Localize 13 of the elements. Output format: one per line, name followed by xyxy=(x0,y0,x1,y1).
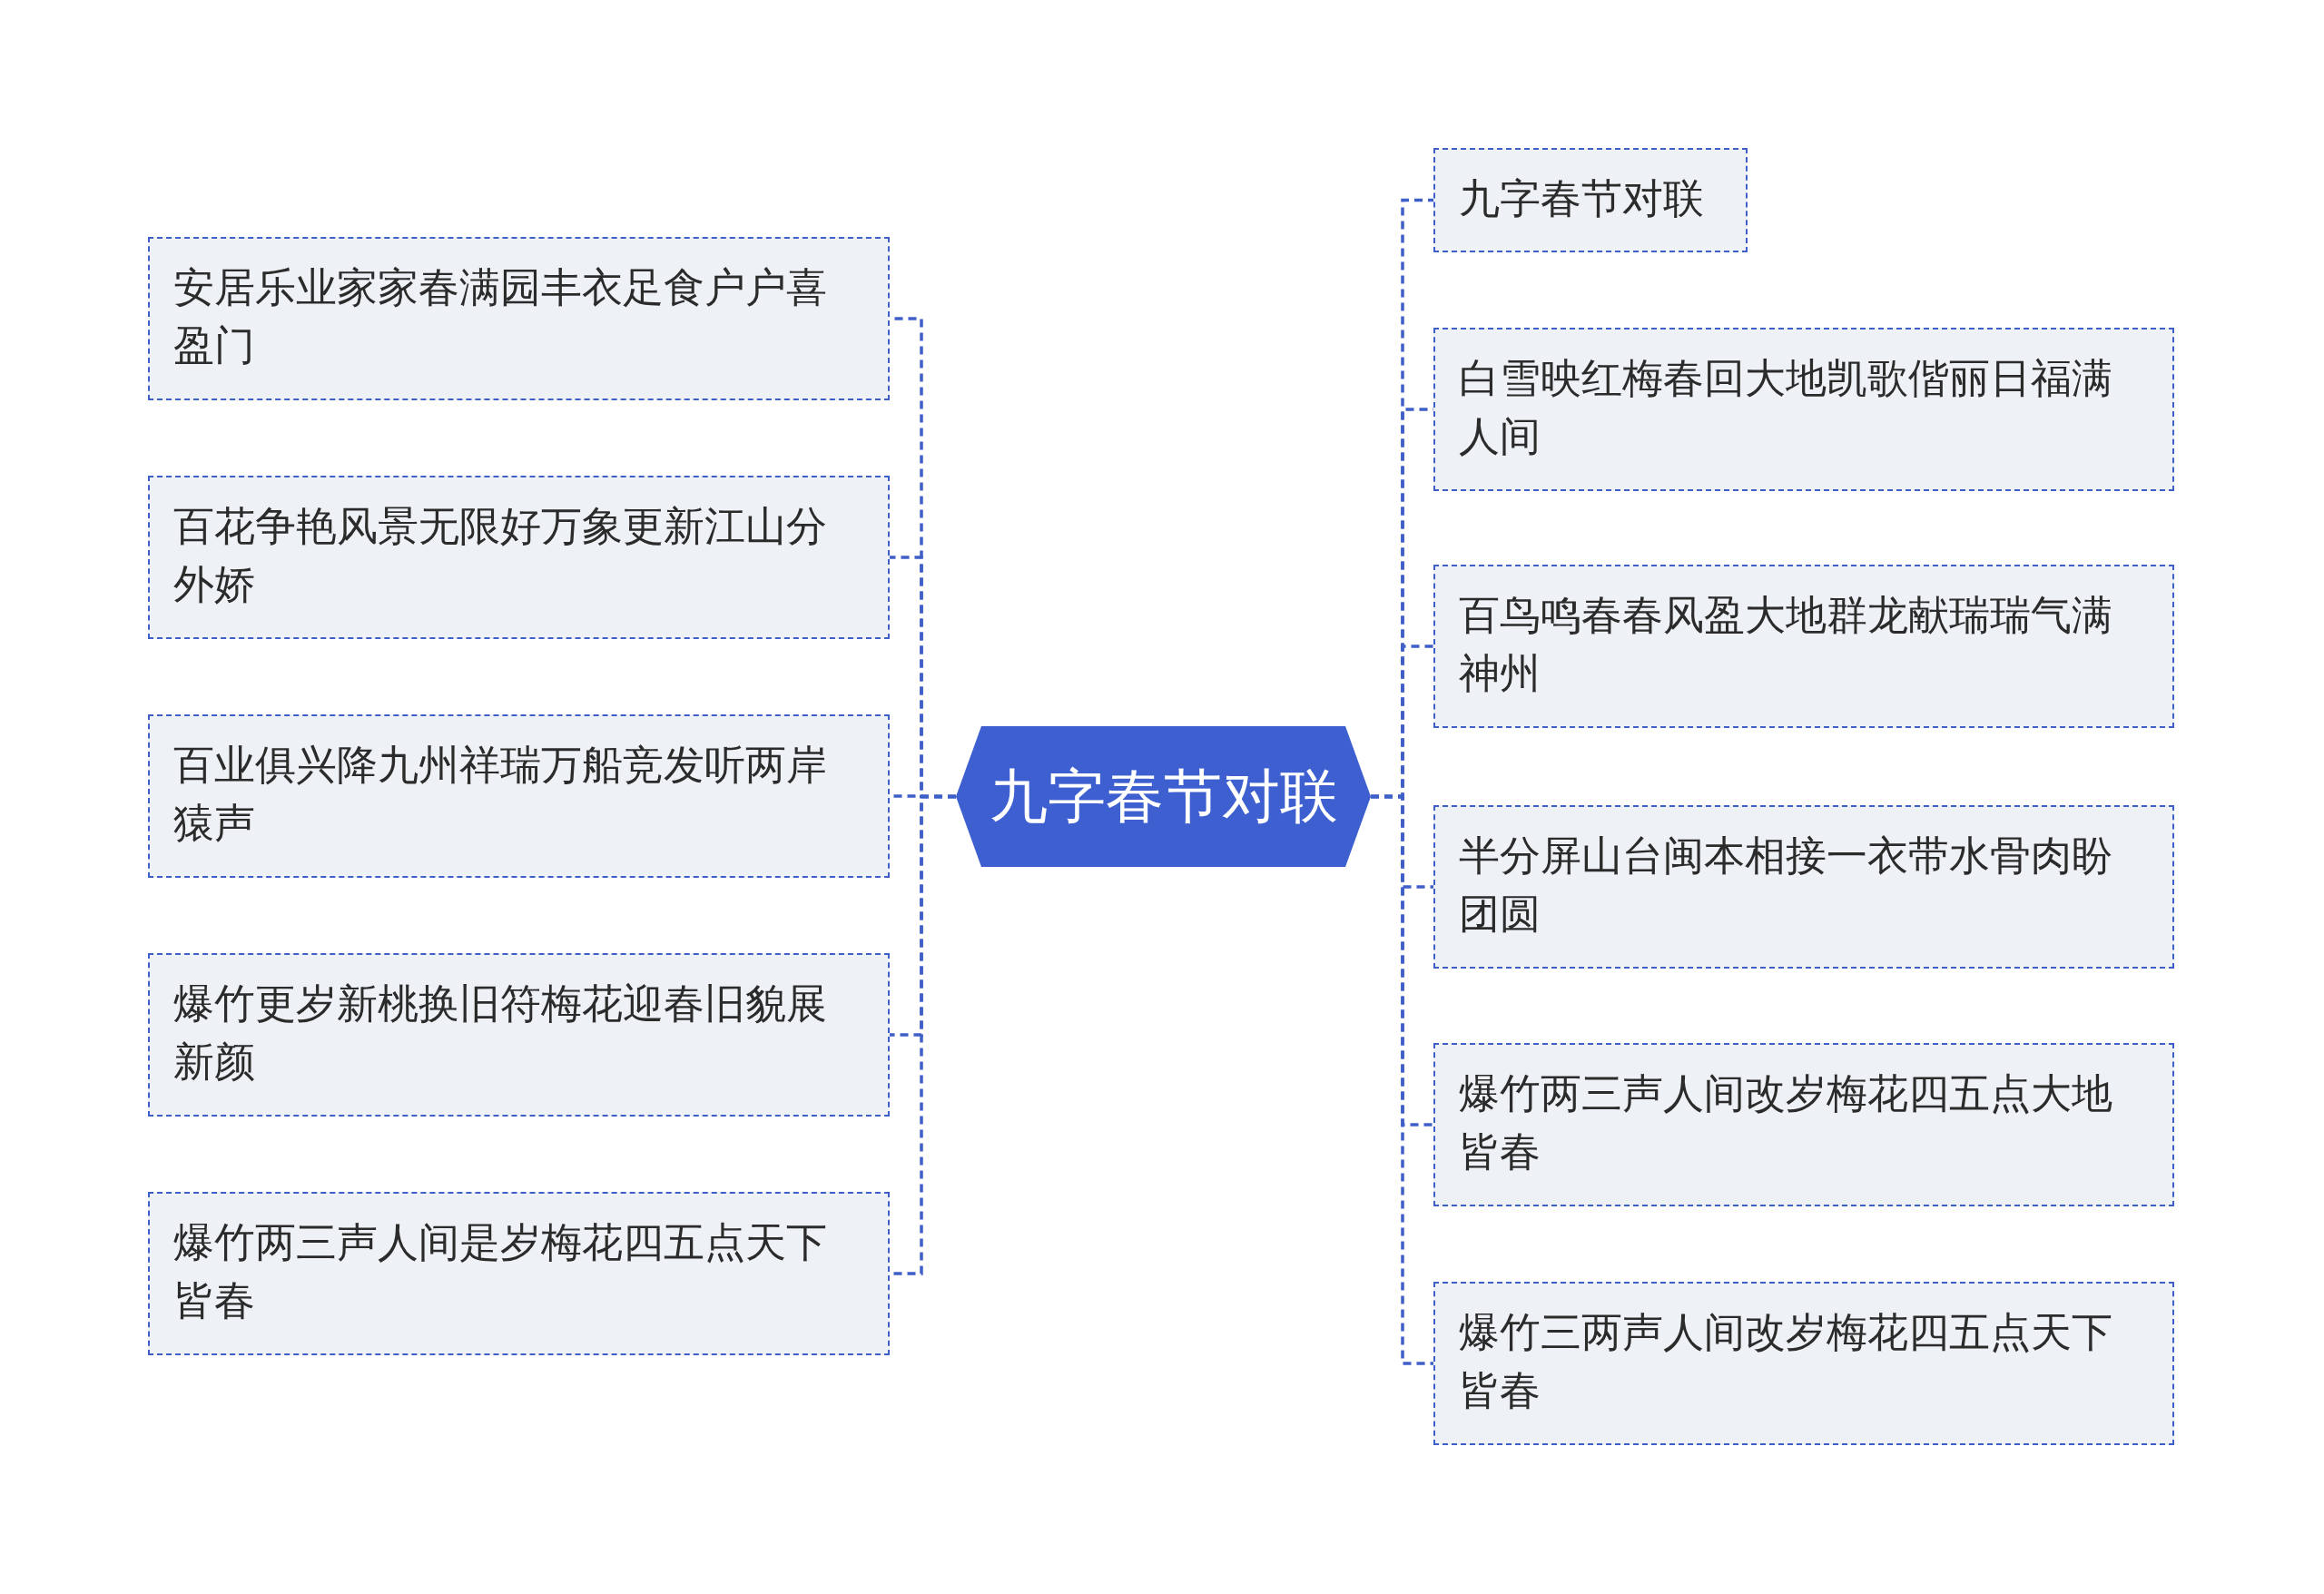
topic-box: 爆竹三两声人间改岁梅花四五点天下皆春 xyxy=(1433,1282,2174,1445)
topic-box: 百业俱兴降九州祥瑞万船竞发听两岸猿声 xyxy=(148,714,890,878)
topic-box: 百鸟鸣春春风盈大地群龙献瑞瑞气满神州 xyxy=(1433,565,2174,728)
topic-box: 爆竹两三声人间改岁梅花四五点大地皆春 xyxy=(1433,1043,2174,1206)
topic-box: 安居乐业家家春满园丰衣足食户户喜盈门 xyxy=(148,237,890,400)
topic-box: 白雪映红梅春回大地凯歌偕丽日福满人间 xyxy=(1433,328,2174,491)
topic-box: 百花争艳风景无限好万象更新江山分外娇 xyxy=(148,476,890,639)
topic-box: 爆竹两三声人间是岁梅花四五点天下皆春 xyxy=(148,1192,890,1355)
central-topic-text: 九字春节对联 xyxy=(989,762,1338,831)
connector-line xyxy=(1371,794,1433,1365)
topic-box: 半分屏山台闽本相接一衣带水骨肉盼团圆 xyxy=(1433,805,2174,969)
topic-box: 爆竹更岁新桃换旧符梅花迎春旧貌展新颜 xyxy=(148,953,890,1117)
topic-box: 九字春节对联 xyxy=(1433,148,1748,252)
